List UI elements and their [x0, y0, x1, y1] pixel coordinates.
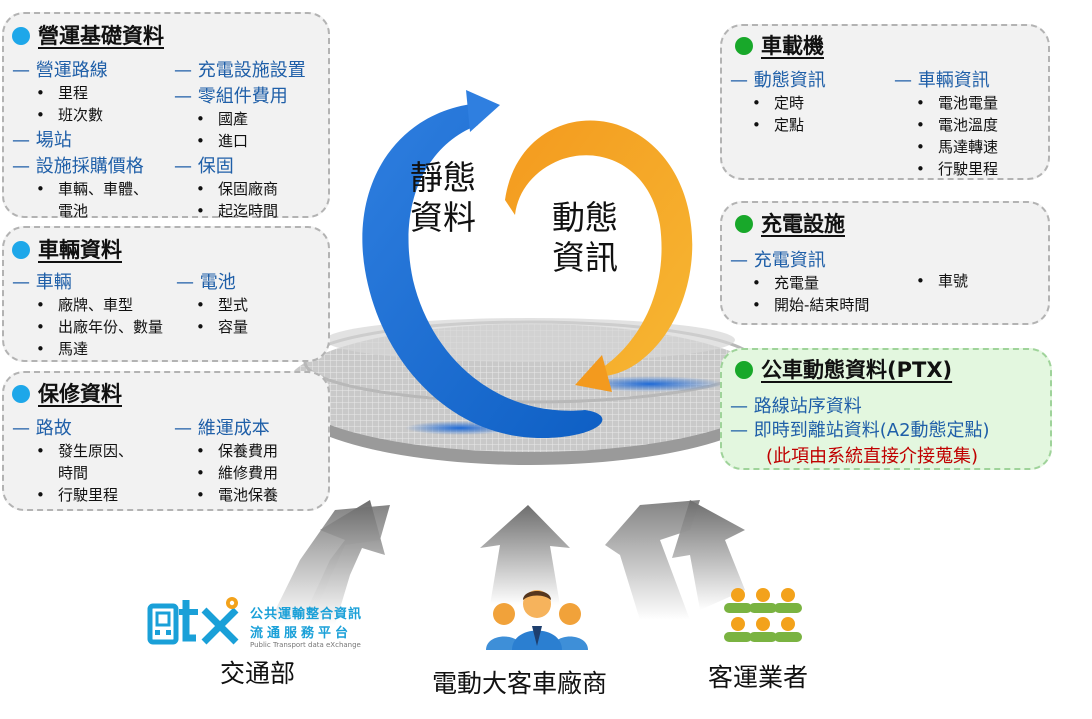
cost-heading: — 維運成本	[174, 418, 270, 439]
list-item: •充電量	[752, 274, 820, 292]
car-info-heading: — 車輛資訊	[894, 70, 990, 91]
maintenance-panel	[2, 371, 330, 511]
list-item: •電池保養	[196, 486, 279, 504]
procure-heading: — 設施採購價格	[12, 156, 144, 177]
list-item: •開始-結束時間	[752, 296, 870, 314]
bullet-icon	[12, 385, 30, 403]
list-item: •起迄時間	[196, 202, 279, 220]
list-item: •電池電量	[916, 94, 999, 112]
charging-panel	[720, 201, 1050, 325]
warranty-heading: — 保固	[174, 156, 234, 177]
bus-title: 公車動態資料(PTX)	[735, 354, 952, 384]
list-item: •定點	[752, 116, 805, 134]
list-item-continued: 電池	[58, 202, 89, 220]
source-mot: 交通部	[220, 659, 296, 688]
car-heading: — 車輛	[12, 272, 72, 293]
list-item: •班次數	[36, 106, 104, 124]
platform-disc	[280, 318, 780, 465]
bullet-icon	[12, 241, 30, 259]
bullet-icon	[735, 215, 753, 233]
list-item: •定時	[752, 94, 805, 112]
list-item: •行駛里程	[36, 486, 119, 504]
list-item: •進口	[196, 132, 249, 150]
list-item: •型式	[196, 296, 249, 314]
dynamic-heading: — 動態資訊	[730, 70, 826, 91]
list-item: •國產	[196, 110, 249, 128]
station-heading: — 場站	[12, 130, 72, 151]
bus-item-route: — 路線站序資料	[730, 396, 862, 417]
list-item-continued: 時間	[58, 464, 89, 482]
static-data-arrow	[362, 90, 603, 439]
bullet-icon	[735, 37, 753, 55]
bullet-icon	[12, 27, 30, 45]
bus-panel	[720, 348, 1052, 470]
onboard-title: 車載機	[735, 30, 824, 60]
operations-title: 營運基礎資料	[12, 20, 164, 50]
charge-heading: — 充電設施設置	[174, 60, 306, 81]
ptx-logo-icon	[147, 597, 239, 645]
route-heading: — 營運路線	[12, 60, 108, 81]
bus-note: (此項由系統直接介接蒐集)	[766, 446, 979, 467]
list-item: •車輛、車體、	[36, 180, 149, 198]
fault-heading: — 路故	[12, 418, 72, 439]
dynamic-info-label: 動態資訊	[552, 198, 618, 277]
ptx-logo-text: 公共運輸整合資訊 流通服務平台 Public Transport data eX…	[250, 607, 363, 649]
bus-item-realtime: — 即時到離站資料(A2動態定點)	[730, 420, 990, 441]
list-item: •保養費用	[196, 442, 279, 460]
upward-arrows	[268, 500, 745, 625]
vehicle-title: 車輛資料	[12, 234, 122, 264]
bullet-icon	[735, 361, 753, 379]
maintenance-title: 保修資料	[12, 378, 122, 408]
static-data-label: 靜態資料	[410, 158, 476, 237]
list-item: •馬達轉速	[916, 138, 999, 156]
source-maker: 電動大客車廠商	[432, 669, 608, 698]
list-item: •電池溫度	[916, 116, 999, 134]
source-operator: 客運業者	[708, 663, 809, 692]
list-item: •車號	[916, 272, 969, 290]
charging-info-heading: — 充電資訊	[730, 250, 826, 271]
people-group-icon	[486, 590, 588, 650]
list-item: •維修費用	[196, 464, 279, 482]
vehicle-panel	[2, 226, 330, 362]
parts-heading: — 零組件費用	[174, 86, 288, 107]
list-item: •行駛里程	[916, 160, 999, 178]
operations-panel	[2, 12, 330, 218]
list-item: •容量	[196, 318, 249, 336]
onboard-panel	[720, 24, 1050, 180]
battery-heading: — 電池	[176, 272, 236, 293]
list-item: •出廠年份、數量	[36, 318, 164, 336]
list-item: •馬達	[36, 340, 89, 358]
list-item: •保固廠商	[196, 180, 279, 198]
list-item: •里程	[36, 84, 89, 102]
list-item: •廠牌、車型	[36, 296, 134, 314]
operator-group-icon	[724, 588, 802, 642]
charging-title: 充電設施	[735, 208, 845, 238]
list-item: •發生原因、	[36, 442, 134, 460]
dynamic-info-arrow	[505, 120, 693, 392]
